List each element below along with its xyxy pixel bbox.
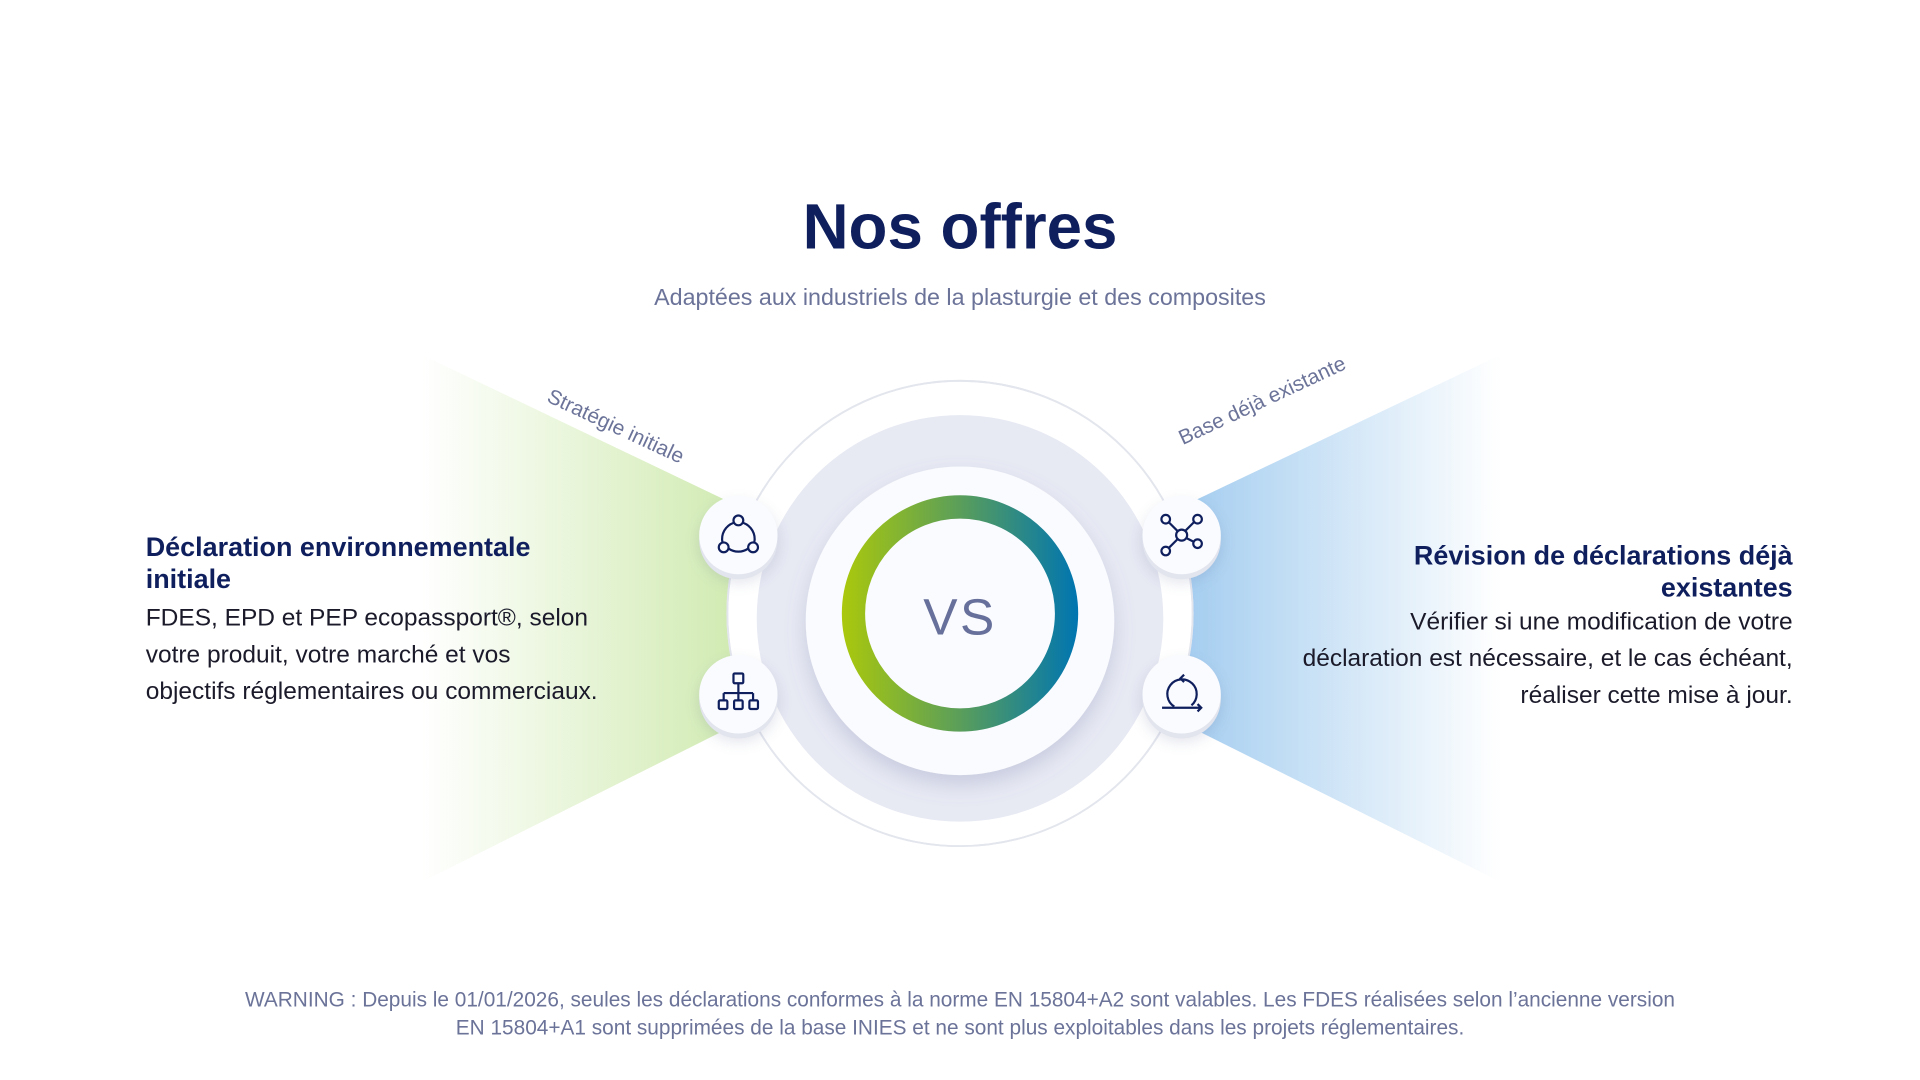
right-offer: Révision de déclarations déjà existantes… — [1261, 540, 1793, 714]
right-offer-body-2: déclaration est nécessaire, et le cas éc… — [1302, 645, 1793, 673]
left-offer-body-1: FDES, EPD et PEP ecopassport®, selon — [145, 604, 589, 632]
hub-network-icon — [1142, 495, 1221, 575]
right-offer-heading-2: existantes — [1660, 571, 1793, 603]
right-offer-body-1: Vérifier si une modification de votre — [1410, 608, 1793, 636]
refresh-cycle-icon — [1142, 655, 1221, 734]
right-blue-beam — [960, 355, 1501, 882]
left-offer-heading-1: Déclaration environnementale — [145, 531, 531, 563]
right-offer-heading-1: Révision de déclarations déjà — [1413, 540, 1793, 571]
left-offer: Déclaration environnementale initiale FD… — [146, 531, 660, 710]
gradient-ring — [841, 495, 1079, 732]
left-offer-heading-2: initiale — [145, 563, 232, 594]
page-subtitle: Adaptées aux industriels de la plasturgi… — [654, 285, 1266, 312]
warning-line-1: WARNING : Depuis le 01/01/2026, seules l… — [245, 988, 1675, 1012]
warning-line-2: EN 15804+A1 sont supprimées de la base I… — [455, 1016, 1465, 1040]
right-offer-body-3: réaliser cette mise à jour. — [1520, 682, 1793, 709]
page-title: Nos offres — [802, 192, 1118, 264]
left-green-beam — [422, 355, 961, 882]
warning-notice: WARNING : Depuis le 01/01/2026, seules l… — [0, 986, 1920, 1042]
hierarchy-icon — [699, 655, 778, 734]
outer-ring-overlay — [726, 379, 1194, 848]
left-offer-body-2: votre produit, votre marché et vos — [145, 641, 511, 669]
cycle-network-icon — [699, 495, 778, 575]
vs-label: VS — [923, 587, 997, 646]
left-offer-body-3: objectifs réglementaires ou commerciaux. — [145, 678, 598, 706]
